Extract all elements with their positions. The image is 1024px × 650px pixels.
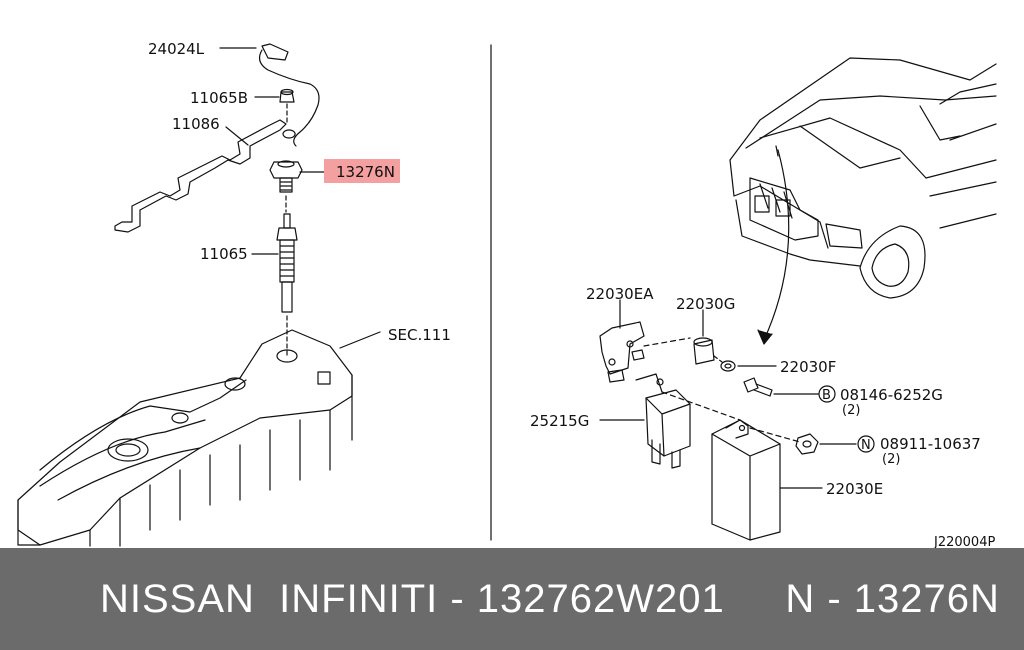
relay-25215g (599, 373, 741, 469)
bracket-11086 (114, 119, 287, 233)
parts-diagram: 24024L 11065B 11086 13276N 11065 SEC.111… (17, 40, 997, 548)
part-number-banner: NISSAN INFINITI - 132762W201 N - 13276N (0, 548, 1024, 650)
label-08911-circle: N (861, 438, 871, 453)
label-08146-qty: (2) (842, 403, 860, 418)
location-arrow (757, 149, 790, 345)
part-highlight (324, 159, 400, 183)
label-11065b: 11065B (190, 89, 248, 107)
washer-22030f (720, 360, 777, 372)
label-08911: 08911-10637 (880, 435, 981, 453)
bolt-08146 (743, 377, 836, 403)
cylinder-head-sec111 (17, 329, 381, 547)
vehicle-illustration (729, 57, 997, 299)
bracket-22030ea (599, 299, 691, 383)
label-08146-circle: B (822, 388, 831, 403)
nut-11065b (254, 88, 295, 123)
label-08911-qty: (2) (882, 452, 900, 467)
label-22030e: 22030E (826, 480, 883, 498)
bushing-22030g (693, 309, 723, 365)
box-22030e (711, 419, 823, 541)
label-22030f: 22030F (780, 358, 836, 376)
label-08146: 08146-6252G (840, 386, 943, 404)
label-ref-code: J220004P (933, 535, 995, 548)
label-25215g: 25215G (530, 412, 589, 430)
label-22030ea: 22030EA (586, 285, 654, 303)
glow-plug-cap-13276n (269, 160, 325, 213)
banner-text: NISSAN INFINITI - 132762W201 N - 13276N (100, 576, 1000, 621)
glow-plug-wire (219, 43, 320, 147)
label-11086: 11086 (172, 115, 220, 133)
glow-plug-11065 (251, 213, 298, 356)
label-24024l: 24024L (148, 40, 205, 58)
label-sec111: SEC.111 (388, 326, 451, 344)
label-11065: 11065 (200, 245, 248, 263)
label-22030g: 22030G (676, 295, 735, 313)
nut-08911 (795, 433, 875, 455)
label-13276n: 13276N (336, 163, 395, 181)
